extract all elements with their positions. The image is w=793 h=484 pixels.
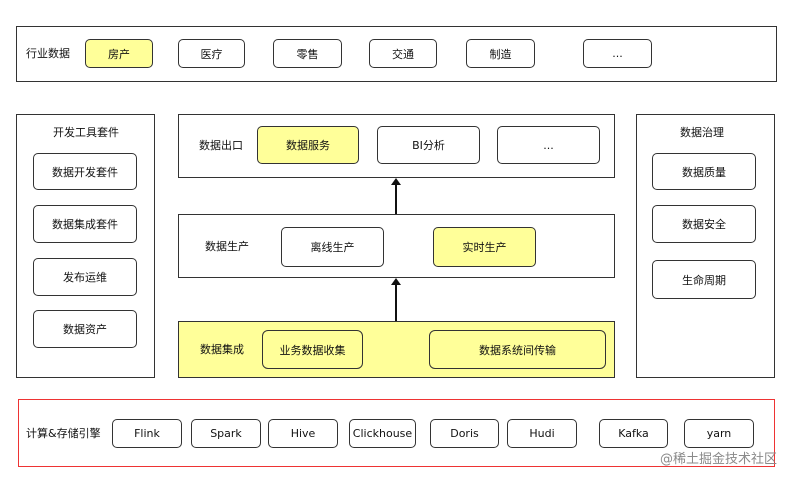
production-item-offline: 离线生产 — [281, 227, 384, 267]
compute-item-hudi: Hudi — [507, 419, 577, 448]
industry-item-transport: 交通 — [369, 39, 437, 68]
compute-item-flink: Flink — [112, 419, 182, 448]
output-title: 数据出口 — [199, 139, 243, 152]
arrow-up-to-production — [391, 278, 401, 321]
compute-title: 计算&存储引擎 — [26, 427, 101, 440]
industry-item-retail: 零售 — [273, 39, 342, 68]
devtools-item-dev: 数据开发套件 — [33, 153, 137, 190]
devtools-item-integration: 数据集成套件 — [33, 205, 137, 243]
production-panel — [178, 214, 615, 278]
site-watermark: @稀土掘金技术社区 — [659, 452, 777, 467]
output-item-service: 数据服务 — [257, 126, 359, 164]
devtools-title: 开发工具套件 — [53, 126, 119, 139]
arrow-up-to-output — [391, 178, 401, 214]
devtools-item-assets: 数据资产 — [33, 310, 137, 348]
industry-item-more: ... — [583, 39, 652, 68]
compute-item-spark: Spark — [191, 419, 261, 448]
devtools-item-release: 发布运维 — [33, 258, 137, 296]
governance-title: 数据治理 — [680, 126, 724, 139]
production-title: 数据生产 — [205, 240, 249, 253]
integration-item-transfer: 数据系统间传输 — [429, 330, 606, 369]
industry-item-realestate: 房产 — [85, 39, 153, 68]
compute-item-clickhouse: Clickhouse — [349, 419, 416, 448]
integration-title: 数据集成 — [200, 343, 244, 356]
integration-item-business: 业务数据收集 — [262, 330, 363, 369]
production-item-realtime: 实时生产 — [433, 227, 536, 267]
compute-item-doris: Doris — [430, 419, 499, 448]
compute-item-yarn: yarn — [684, 419, 754, 448]
industry-title: 行业数据 — [26, 47, 70, 60]
governance-item-quality: 数据质量 — [652, 153, 756, 190]
governance-item-security: 数据安全 — [652, 205, 756, 243]
compute-item-kafka: Kafka — [599, 419, 668, 448]
compute-item-hive: Hive — [268, 419, 338, 448]
output-item-bi: BI分析 — [377, 126, 480, 164]
industry-item-medical: 医疗 — [178, 39, 245, 68]
output-item-more: ... — [497, 126, 600, 164]
governance-item-lifecycle: 生命周期 — [652, 260, 756, 299]
industry-item-manufacturing: 制造 — [466, 39, 535, 68]
